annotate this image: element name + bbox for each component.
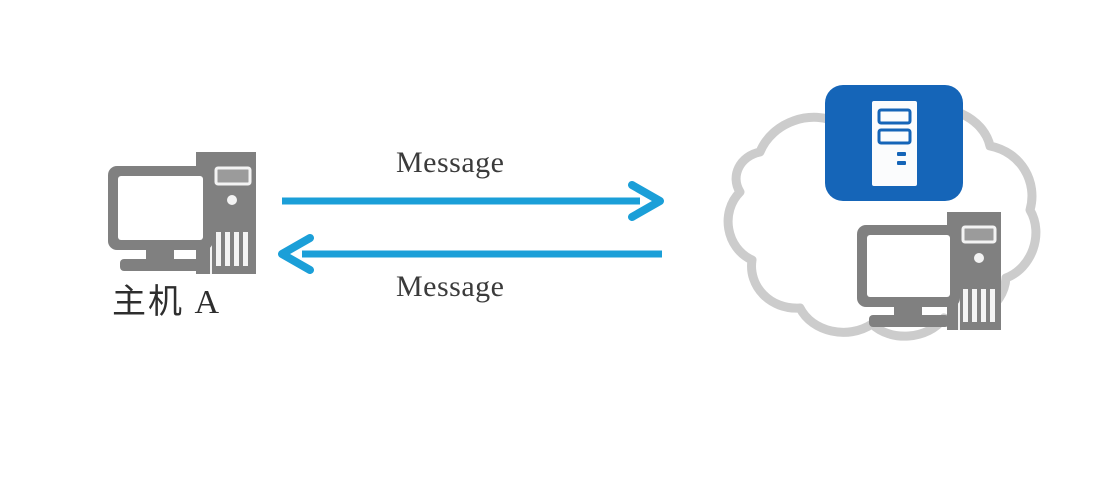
server-tile-icon [825,85,963,201]
cloud-host-computer-icon [857,212,1001,330]
arrow-inbound-label: Message [396,270,505,303]
host-a-computer-icon [108,152,256,274]
host-a-label: 主机 A [112,284,222,321]
arrow-inbound [278,234,662,274]
arrow-outbound [282,181,664,221]
arrow-outbound-label: Message [396,146,505,179]
